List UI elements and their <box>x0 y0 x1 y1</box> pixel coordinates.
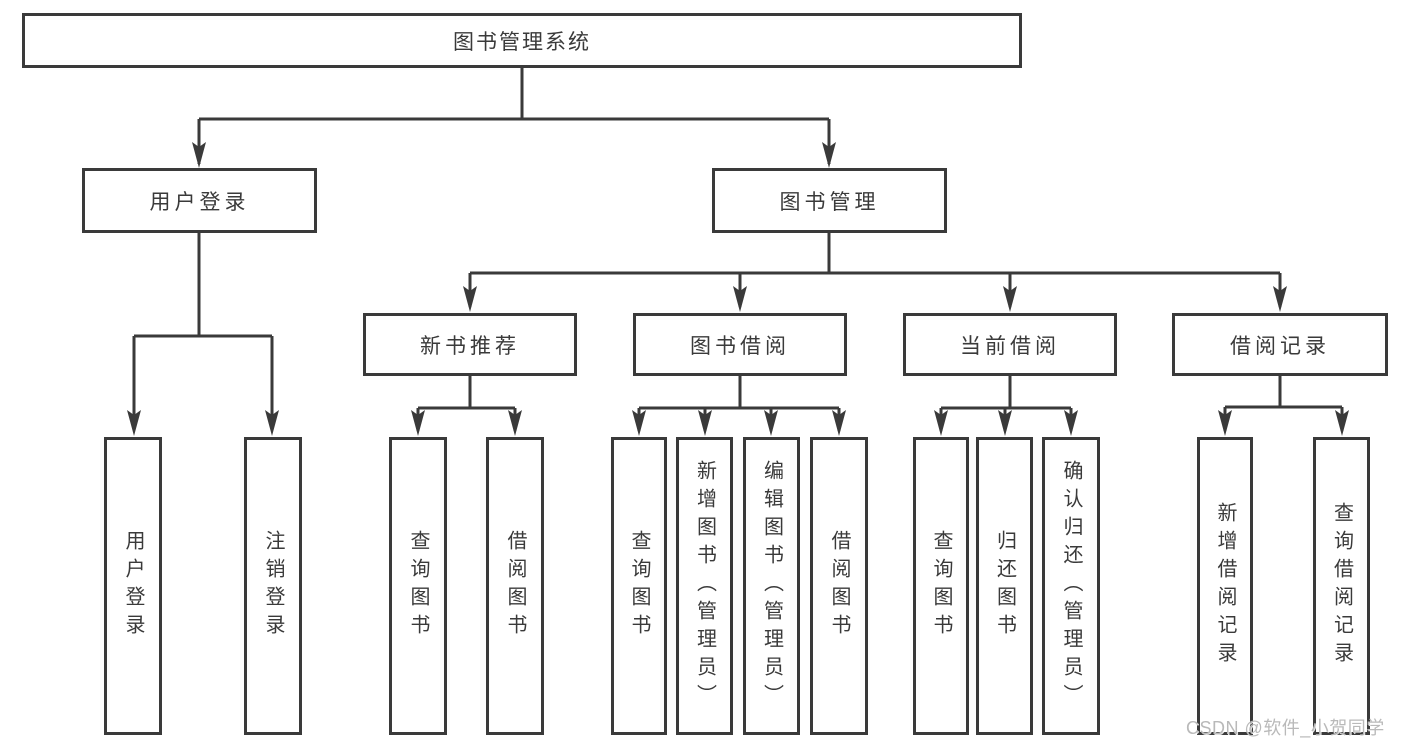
leaf-logout-label: 注销登录 <box>262 530 284 642</box>
arrowhead-icon <box>1335 410 1349 436</box>
leaf-bb-borrow-books-label: 借阅图书 <box>828 530 850 642</box>
node-book-mgmt: 图书管理 <box>712 168 947 233</box>
node-user-login: 用户登录 <box>82 168 317 233</box>
leaf-bb-query-books-label: 查询图书 <box>628 530 650 642</box>
node-book-borrow: 图书借阅 <box>633 313 847 376</box>
connector-arrowheads <box>127 142 1349 436</box>
leaf-bb-borrow-books: 借阅图书 <box>810 437 868 735</box>
leaf-rec-query-books-label: 查询图书 <box>407 530 429 642</box>
arrowhead-icon <box>463 286 477 312</box>
arrowhead-icon <box>192 142 206 168</box>
arrowhead-icon <box>127 410 141 436</box>
node-book-borrow-label: 图书借阅 <box>690 334 790 358</box>
node-user-login-label: 用户登录 <box>149 190 250 214</box>
node-borrow-records-label: 借阅记录 <box>1230 334 1330 358</box>
leaf-rec-query-books: 查询图书 <box>389 437 447 735</box>
leaf-br-query-record: 查询借阅记录 <box>1313 437 1370 735</box>
leaf-user-login-label: 用户登录 <box>122 530 144 642</box>
leaf-cb-confirm-return-label: 确认归还（管理员） <box>1060 460 1082 712</box>
arrowhead-icon <box>1218 410 1232 436</box>
arrowhead-icon <box>764 410 778 436</box>
leaf-cb-query-books-label: 查询图书 <box>930 530 952 642</box>
leaf-br-query-record-label: 查询借阅记录 <box>1330 502 1353 670</box>
node-root: 图书管理系统 <box>22 13 1022 68</box>
leaf-br-add-record-label: 新增借阅记录 <box>1214 502 1236 670</box>
leaf-cb-query-books: 查询图书 <box>913 437 969 735</box>
arrowhead-icon <box>632 410 646 436</box>
leaf-bb-add-books: 新增图书（管理员） <box>676 437 733 735</box>
leaf-rec-borrow-books: 借阅图书 <box>486 437 544 735</box>
arrowhead-icon <box>1273 286 1287 312</box>
arrowhead-icon <box>411 410 425 436</box>
leaf-bb-edit-books-label: 编辑图书（管理员） <box>760 460 783 712</box>
node-current-borrow-label: 当前借阅 <box>960 334 1060 358</box>
connector-path <box>132 68 1344 431</box>
leaf-bb-add-books-label: 新增图书（管理员） <box>693 460 716 712</box>
arrowhead-icon <box>998 410 1012 436</box>
leaf-rec-borrow-books-label: 借阅图书 <box>504 530 526 642</box>
node-book-mgmt-label: 图书管理 <box>779 190 880 214</box>
node-new-book-rec: 新书推荐 <box>363 313 577 376</box>
arrowhead-icon <box>822 142 836 168</box>
node-current-borrow: 当前借阅 <box>903 313 1117 376</box>
arrowhead-icon <box>508 410 522 436</box>
leaf-bb-query-books: 查询图书 <box>611 437 667 735</box>
node-new-book-rec-label: 新书推荐 <box>420 334 520 358</box>
leaf-user-login: 用户登录 <box>104 437 162 735</box>
arrowhead-icon <box>698 410 712 436</box>
leaf-cb-return-books: 归还图书 <box>976 437 1033 735</box>
leaf-cb-confirm-return: 确认归还（管理员） <box>1042 437 1100 735</box>
leaf-bb-edit-books: 编辑图书（管理员） <box>743 437 800 735</box>
arrowhead-icon <box>832 410 846 436</box>
leaf-cb-return-books-label: 归还图书 <box>993 530 1016 642</box>
arrowhead-icon <box>265 410 279 436</box>
leaf-logout: 注销登录 <box>244 437 302 735</box>
node-root-label: 图书管理系统 <box>453 30 591 54</box>
arrowhead-icon <box>1064 410 1078 436</box>
node-borrow-records: 借阅记录 <box>1172 313 1388 376</box>
arrowhead-icon <box>733 286 747 312</box>
leaf-br-add-record: 新增借阅记录 <box>1197 437 1253 735</box>
arrowhead-icon <box>1003 286 1017 312</box>
arrowhead-icon <box>934 410 948 436</box>
watermark: CSDN @软件_小贺同学 <box>1186 718 1385 738</box>
